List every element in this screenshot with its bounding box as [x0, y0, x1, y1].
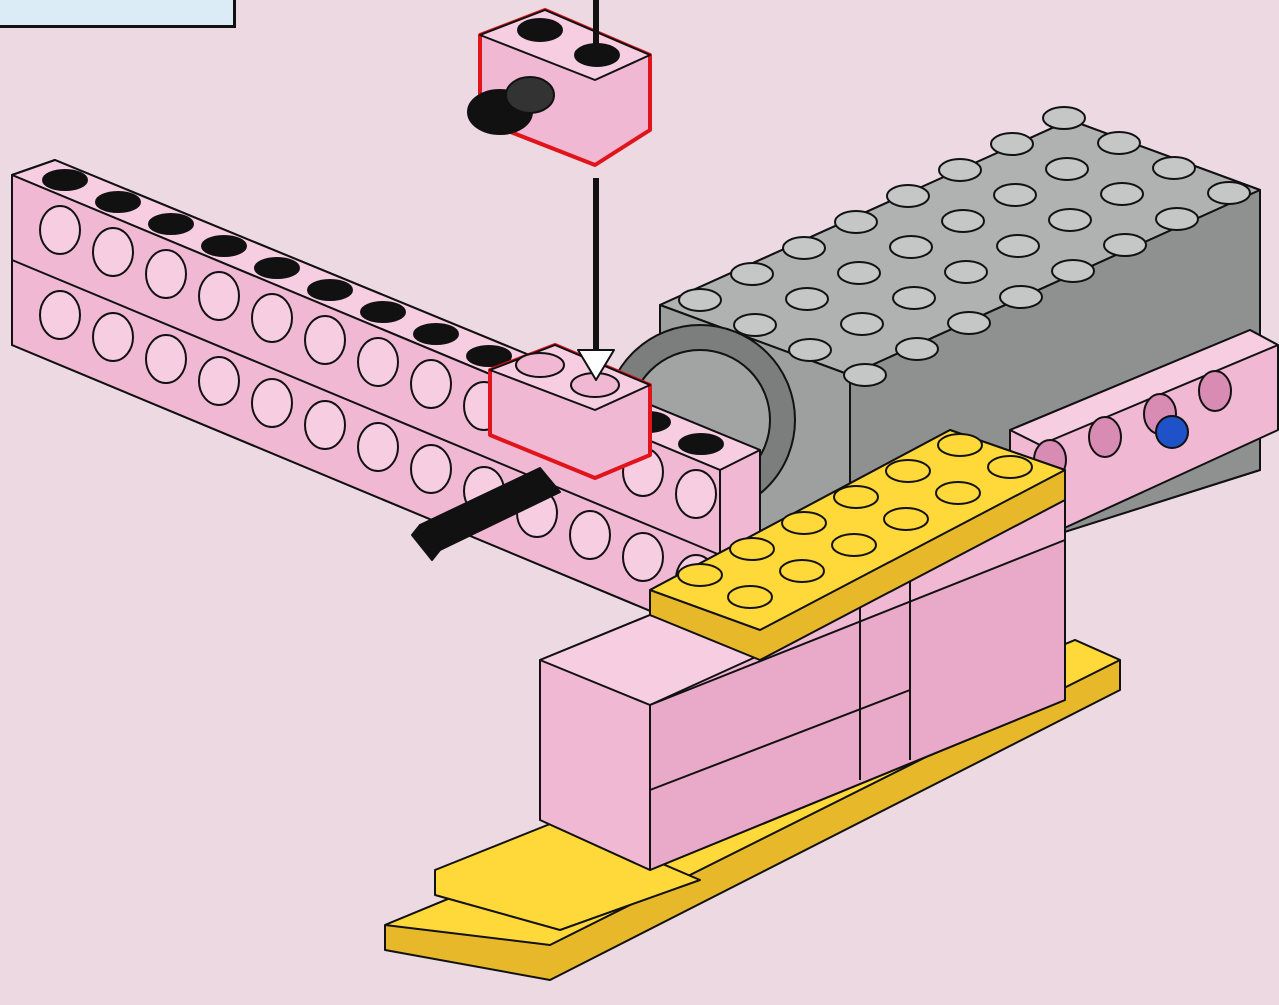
plate-stud	[987, 455, 1033, 479]
beam-hole	[1198, 370, 1232, 412]
pin-icon	[467, 76, 555, 135]
plate-stud	[781, 511, 827, 535]
yellow-plate-upper	[649, 429, 1066, 661]
box-stud	[999, 285, 1043, 309]
beam-stud	[42, 169, 88, 191]
box-stud	[938, 158, 982, 182]
beam-hole	[410, 359, 452, 409]
box-stud	[944, 260, 988, 284]
plate-stud	[935, 481, 981, 505]
new-pink-brick-with-pin	[467, 8, 652, 167]
box-stud	[1051, 259, 1095, 283]
box-stud	[889, 235, 933, 259]
beam-hole	[304, 400, 346, 450]
beam-stud	[466, 345, 512, 367]
beam-hole	[622, 532, 664, 582]
beam-stud	[201, 235, 247, 257]
box-stud	[730, 262, 774, 286]
box-stud	[886, 184, 930, 208]
box-stud	[892, 286, 936, 310]
box-stud	[1155, 207, 1199, 231]
beam-hole	[39, 205, 81, 255]
beam-stud	[254, 257, 300, 279]
plate-stud	[779, 559, 825, 583]
beam-stud	[307, 279, 353, 301]
plate-stud	[677, 563, 723, 587]
black-axle	[411, 467, 561, 561]
box-stud	[1152, 156, 1196, 180]
plate-stud	[831, 533, 877, 557]
box-stud	[993, 183, 1037, 207]
plate-stud	[883, 507, 929, 531]
plate-stud	[885, 459, 931, 483]
beam-hole	[569, 510, 611, 560]
beam-hole	[304, 315, 346, 365]
beam-stud	[148, 213, 194, 235]
box-stud	[990, 132, 1034, 156]
beam-hole	[198, 271, 240, 321]
beam-hole	[92, 312, 134, 362]
beam-stud	[678, 433, 724, 455]
box-stud	[1103, 233, 1147, 257]
box-stud	[941, 209, 985, 233]
plate-stud	[937, 433, 983, 457]
box-stud	[947, 311, 991, 335]
beam-hole	[357, 337, 399, 387]
beam-stud	[360, 301, 406, 323]
box-stud	[895, 337, 939, 361]
blue-pin	[1155, 415, 1189, 449]
box-stud	[678, 288, 722, 312]
box-stud	[1042, 106, 1086, 130]
pink-technic-beam	[11, 159, 761, 641]
beam-hole	[675, 469, 717, 519]
beam-hole	[39, 290, 81, 340]
box-stud	[1048, 208, 1092, 232]
box-stud	[733, 313, 777, 337]
beam-hole	[251, 378, 293, 428]
box-stud	[1097, 131, 1141, 155]
plate-stud	[729, 537, 775, 561]
box-stud	[837, 261, 881, 285]
box-stud	[996, 234, 1040, 258]
beam-hole	[92, 227, 134, 277]
pink-beam-right	[1009, 329, 1279, 531]
box-stud	[843, 363, 887, 387]
box-stud	[1207, 181, 1251, 205]
plate-stud	[833, 485, 879, 509]
insertion-arrow	[577, 0, 615, 381]
beam-hole	[357, 422, 399, 472]
plate-stud	[727, 585, 773, 609]
beam-hole	[1088, 416, 1122, 458]
box-stud	[840, 312, 884, 336]
beam-stud	[413, 323, 459, 345]
box-stud	[834, 210, 878, 234]
beam-hole	[251, 293, 293, 343]
beam-hole	[198, 356, 240, 406]
box-stud	[782, 236, 826, 260]
box-stud	[788, 338, 832, 362]
beam-hole	[145, 249, 187, 299]
box-stud	[1045, 157, 1089, 181]
target-position	[488, 343, 652, 480]
box-stud	[785, 287, 829, 311]
box-stud	[1100, 182, 1144, 206]
callout-box	[0, 0, 236, 28]
beam-stud	[95, 191, 141, 213]
beam-hole	[145, 334, 187, 384]
beam-hole	[410, 444, 452, 494]
